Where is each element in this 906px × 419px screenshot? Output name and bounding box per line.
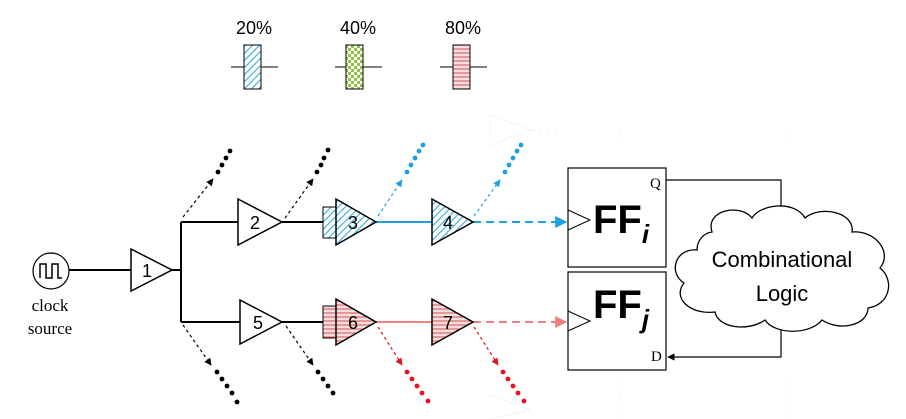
faded-background-elements: [489, 114, 791, 419]
clock-wires: [69, 221, 323, 323]
buffer-4-label: 4: [443, 213, 453, 233]
buffer-2-triangle: [237, 197, 284, 247]
legend-swatch-40: [345, 44, 364, 90]
clock-label-line1: clock: [32, 296, 69, 315]
buffer-6: 6: [322, 297, 378, 347]
clock-source: clock source: [28, 252, 72, 338]
buffer-5-label: 5: [253, 313, 263, 333]
buffer-5: 5: [239, 298, 284, 346]
flipflop-i-clock-input-icon: [567, 209, 592, 231]
combinational-logic: Combinational Logic: [674, 205, 890, 332]
legend: 20% 40% 80%: [231, 18, 487, 90]
logic-cloud-shape: [674, 205, 890, 332]
buffer-2: 2: [237, 197, 284, 247]
buffer-6-delay-block: [322, 305, 337, 339]
logic-label-line2: Logic: [756, 281, 809, 306]
legend-swatch-80: [452, 44, 471, 90]
blue-clock-path: [376, 142, 568, 228]
buffer-3: 3: [322, 197, 378, 247]
red-clock-path: [376, 316, 568, 404]
buffer-4: 4: [431, 197, 475, 247]
buffer-5-triangle: [239, 298, 284, 346]
buffer-6-triangle: [335, 297, 378, 347]
fanout-arrows-black: [182, 178, 314, 366]
logic-connections: [666, 179, 785, 361]
legend-label-40: 40%: [340, 18, 376, 38]
flipflop-i: FFi Q: [567, 167, 667, 268]
buffer-1-label: 1: [142, 261, 152, 281]
buffer-7: 7: [431, 297, 475, 347]
clock-source-icon: [32, 252, 70, 290]
flipflop-j-label: FFj: [593, 283, 650, 334]
buffer-7-triangle: [431, 297, 475, 347]
buffer-1: 1: [130, 247, 174, 293]
buffer-3-delay-block: [322, 206, 337, 239]
buffer-3-triangle: [335, 197, 378, 247]
fanout-dots-black: [214, 147, 336, 405]
buffer-3-label: 3: [348, 213, 358, 233]
legend-label-20: 20%: [236, 18, 272, 38]
buffer-2-label: 2: [250, 213, 260, 233]
flipflop-j-port-d: D: [651, 349, 662, 365]
flipflop-i-label: FFi: [593, 198, 650, 249]
flipflop-j-box: [567, 271, 667, 371]
buffer-1-triangle: [130, 247, 174, 293]
buffer-7-label: 7: [443, 313, 453, 333]
logic-label-line1: Combinational: [712, 247, 853, 272]
legend-label-80: 80%: [445, 18, 481, 38]
clock-label-line2: source: [28, 319, 72, 338]
legend-swatch-20: [243, 44, 262, 90]
flipflop-j-clock-input-icon: [567, 310, 592, 332]
buffer-6-label: 6: [348, 313, 358, 333]
buffer-4-triangle: [431, 197, 475, 247]
flipflop-i-port-q: Q: [650, 176, 661, 192]
flipflop-j: FFj D: [567, 271, 667, 371]
